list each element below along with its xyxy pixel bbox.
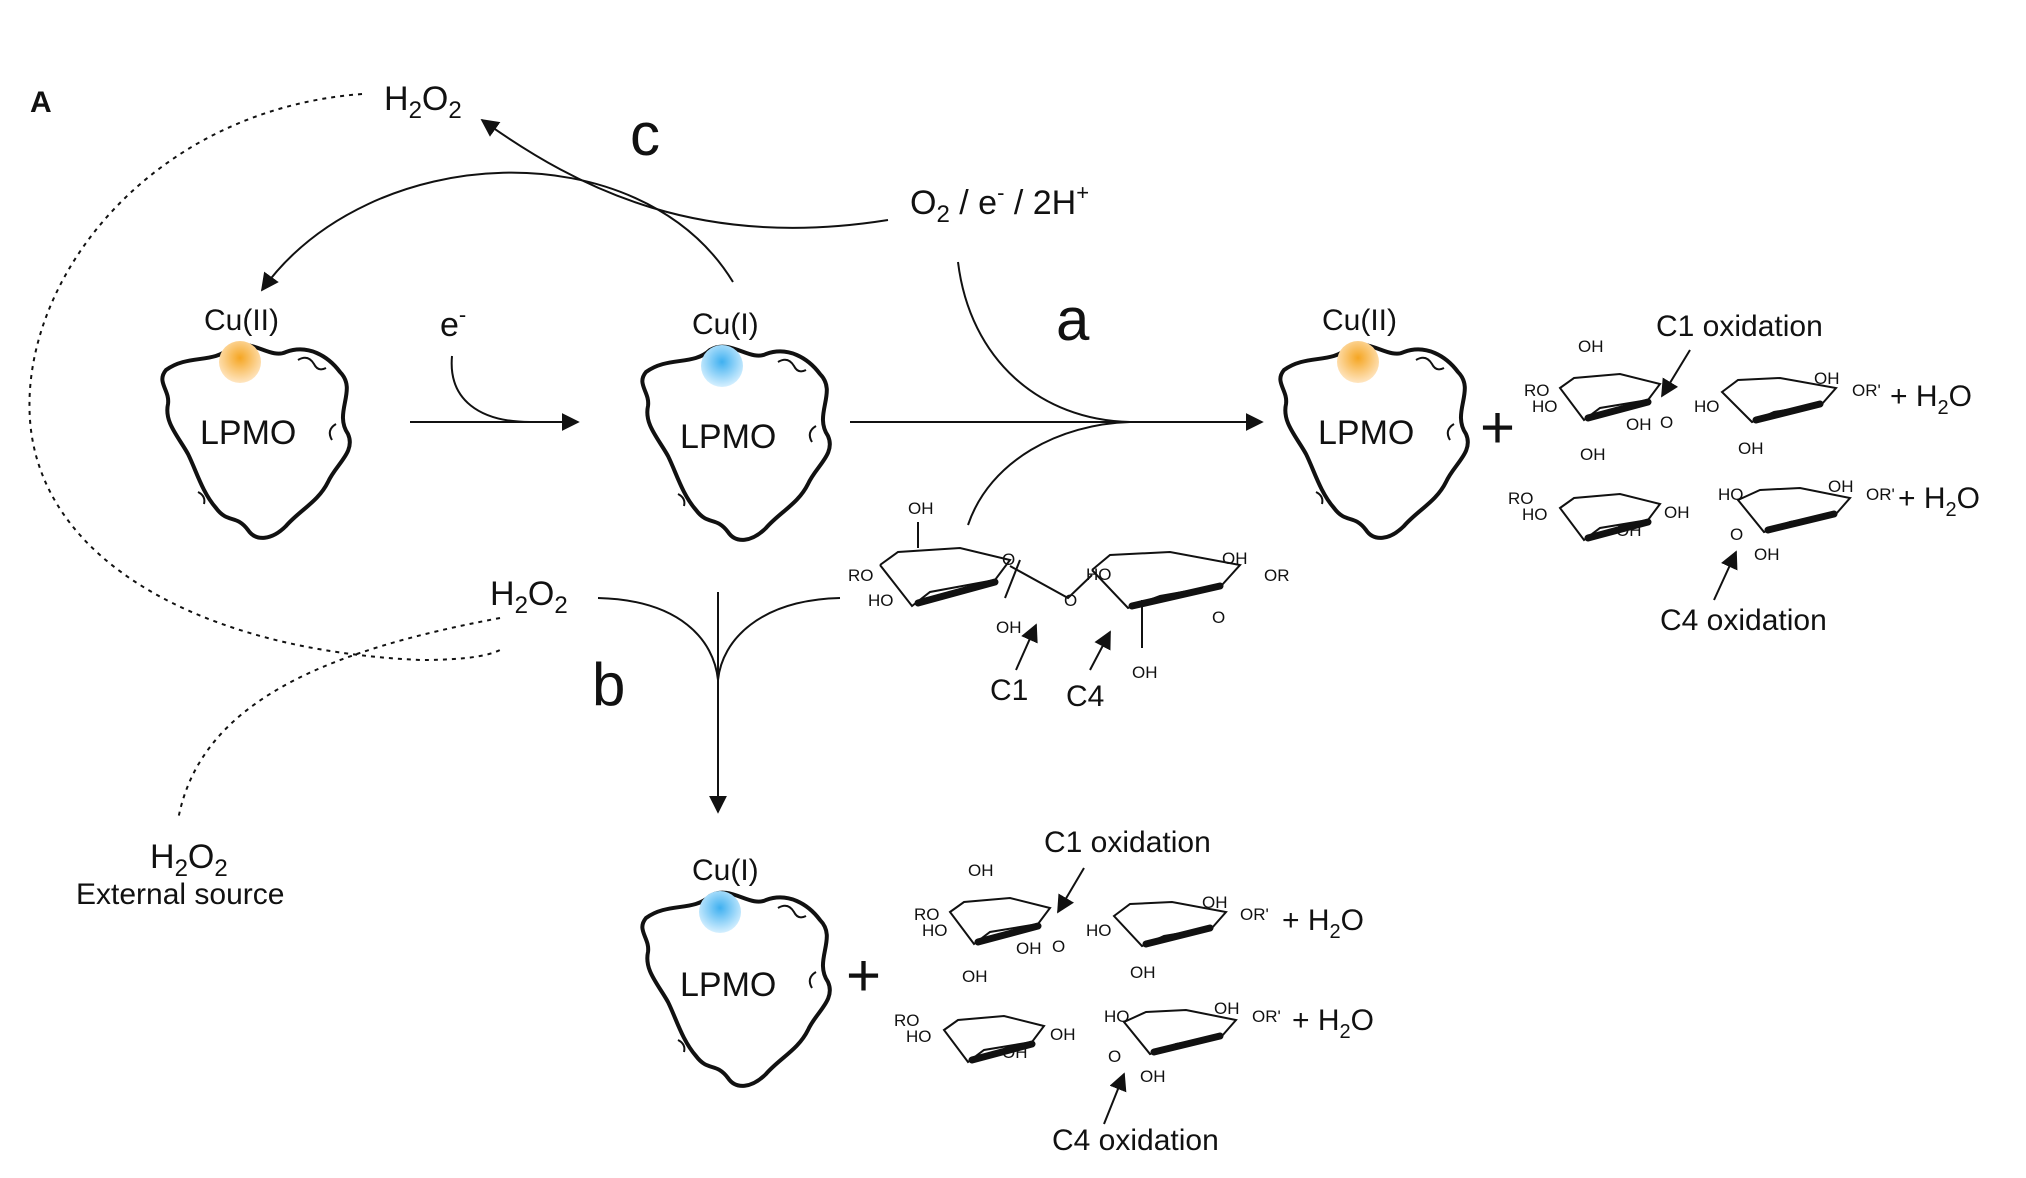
dashed-external-link bbox=[177, 617, 501, 821]
cu1-label-center: Cu(I) bbox=[692, 308, 759, 341]
pa-oh-6: OH bbox=[1616, 521, 1642, 540]
water-label-a1: + H2O bbox=[1890, 380, 1972, 419]
pb-oh-5: OH bbox=[962, 967, 988, 986]
substrate-glycosidic-o: O bbox=[1064, 591, 1077, 610]
pb-oh-2: OH bbox=[1016, 939, 1042, 958]
pb-ho-3: HO bbox=[906, 1027, 932, 1046]
electron-label: e- bbox=[440, 302, 466, 344]
substrate-ro: RO bbox=[848, 566, 874, 585]
substrate-b-merge-curve bbox=[717, 597, 841, 681]
lpmo-label-bottom: LPMO bbox=[680, 966, 776, 1004]
substrate-oh-bottom: OH bbox=[1132, 663, 1158, 682]
pa-ro-1: RO bbox=[1524, 381, 1550, 400]
water-label-a2: + H2O bbox=[1898, 482, 1980, 521]
lpmo-label-center: LPMO bbox=[680, 418, 776, 456]
o2-electron-label: O2 / e- / 2H+ bbox=[910, 180, 1089, 228]
copper-cu2-icon bbox=[219, 341, 261, 383]
substrate-ho-c3: HO bbox=[1086, 565, 1112, 584]
copper-cu2-right-icon bbox=[1337, 341, 1379, 383]
pa-oh-1: OH bbox=[1578, 337, 1604, 356]
pb-ro-2: RO bbox=[894, 1011, 920, 1030]
c4-oxidation-label-a: C4 oxidation bbox=[1660, 604, 1827, 637]
pa-oh-7: OH bbox=[1664, 503, 1690, 522]
pa-o-2: O bbox=[1730, 525, 1743, 544]
substrate-oh-c2: OH bbox=[996, 618, 1022, 637]
substrate-oh-right: OH bbox=[1222, 549, 1248, 568]
pb-oh-9: OH bbox=[1140, 1067, 1166, 1086]
cu1-label-bottom: Cu(I) bbox=[692, 854, 759, 887]
pa-oh-8: OH bbox=[1828, 477, 1854, 496]
panel-label: A bbox=[30, 86, 52, 119]
pa-ho-3: HO bbox=[1522, 505, 1548, 524]
cu2-label-right: Cu(II) bbox=[1322, 304, 1397, 337]
pa-or-1: OR' bbox=[1852, 381, 1881, 400]
substrate-or: OR bbox=[1264, 566, 1290, 585]
c4-oxidation-label-b: C4 oxidation bbox=[1052, 1124, 1219, 1157]
pa-ro-2: RO bbox=[1508, 489, 1534, 508]
plus-bottom: + bbox=[846, 942, 881, 1009]
pb-ho-4: HO bbox=[1104, 1007, 1130, 1026]
pb-or-2: OR' bbox=[1252, 1007, 1281, 1026]
cu2-label-left: Cu(II) bbox=[204, 304, 279, 337]
arrow-c-to-h2o2 bbox=[480, 118, 889, 229]
electron-curve bbox=[450, 355, 531, 423]
pb-oh-1: OH bbox=[968, 861, 994, 880]
pathway-c-label: c bbox=[630, 101, 660, 168]
pb-ho-1: HO bbox=[922, 921, 948, 940]
plus-right: + bbox=[1480, 394, 1515, 461]
arrow-cu1-to-cu2 bbox=[260, 171, 734, 292]
pb-o-2: O bbox=[1108, 1047, 1121, 1066]
pa-or-2: OR' bbox=[1866, 485, 1895, 504]
pb-oh-6: OH bbox=[1002, 1043, 1028, 1062]
products-b: C1 oxidation RO OH HO OH O HO OH OR' OH … bbox=[894, 826, 1374, 1157]
h2o2-merge-curve bbox=[597, 597, 719, 681]
lpmo-label-right: LPMO bbox=[1318, 414, 1414, 452]
substrate-oh-top: OH bbox=[908, 499, 934, 518]
pb-oh-7: OH bbox=[1050, 1025, 1076, 1044]
pathway-a-label: a bbox=[1056, 286, 1090, 353]
substrate-ring-o1: O bbox=[1002, 550, 1015, 569]
substrate-ho-left: HO bbox=[868, 591, 894, 610]
pa-oh-2: OH bbox=[1626, 415, 1652, 434]
pathway-b-label: b bbox=[592, 651, 625, 718]
pa-oh-9: OH bbox=[1754, 545, 1780, 564]
c4-site-label: C4 bbox=[1066, 680, 1104, 713]
pa-o-1: O bbox=[1660, 413, 1673, 432]
pa-ho-2: HO bbox=[1694, 397, 1720, 416]
pa-ho-4: HO bbox=[1718, 485, 1744, 504]
substrate-merge-curve bbox=[967, 421, 1131, 526]
pb-o-1: O bbox=[1052, 937, 1065, 956]
copper-cu1-bottom-icon bbox=[699, 891, 741, 933]
pa-ho-1: HO bbox=[1532, 397, 1558, 416]
pa-oh-5: OH bbox=[1580, 445, 1606, 464]
pb-ro-1: RO bbox=[914, 905, 940, 924]
o2-merge-curve bbox=[957, 261, 1131, 423]
pb-oh-4: OH bbox=[1130, 963, 1156, 982]
copper-cu1-icon bbox=[701, 345, 743, 387]
products-a: C1 oxidation RO OH HO OH O HO OH OR' OH … bbox=[1508, 310, 1980, 637]
c1-site-label: C1 bbox=[990, 674, 1028, 707]
pb-or-1: OR' bbox=[1240, 905, 1269, 924]
pb-oh-3: OH bbox=[1202, 893, 1228, 912]
lpmo-label-left: LPMO bbox=[200, 414, 296, 452]
c1-oxidation-label-a: C1 oxidation bbox=[1656, 310, 1823, 343]
h2o2-mid-label: H2O2 bbox=[490, 575, 568, 619]
water-label-b2: + H2O bbox=[1292, 1004, 1374, 1043]
c1-oxidation-label-b: C1 oxidation bbox=[1044, 826, 1211, 859]
cellulose-substrate: RO OH HO O OH O HO OH OR O OH C1 C4 bbox=[848, 499, 1290, 713]
pb-ho-2: HO bbox=[1086, 921, 1112, 940]
external-source-label: External source bbox=[76, 878, 284, 911]
substrate-ring-o2: O bbox=[1212, 608, 1225, 627]
pa-oh-3: OH bbox=[1814, 369, 1840, 388]
water-label-b1: + H2O bbox=[1282, 904, 1364, 943]
h2o2-top-label: H2O2 bbox=[384, 80, 462, 124]
pb-oh-8: OH bbox=[1214, 999, 1240, 1018]
pa-oh-4: OH bbox=[1738, 439, 1764, 458]
h2o2-external-label: H2O2 bbox=[150, 838, 228, 882]
